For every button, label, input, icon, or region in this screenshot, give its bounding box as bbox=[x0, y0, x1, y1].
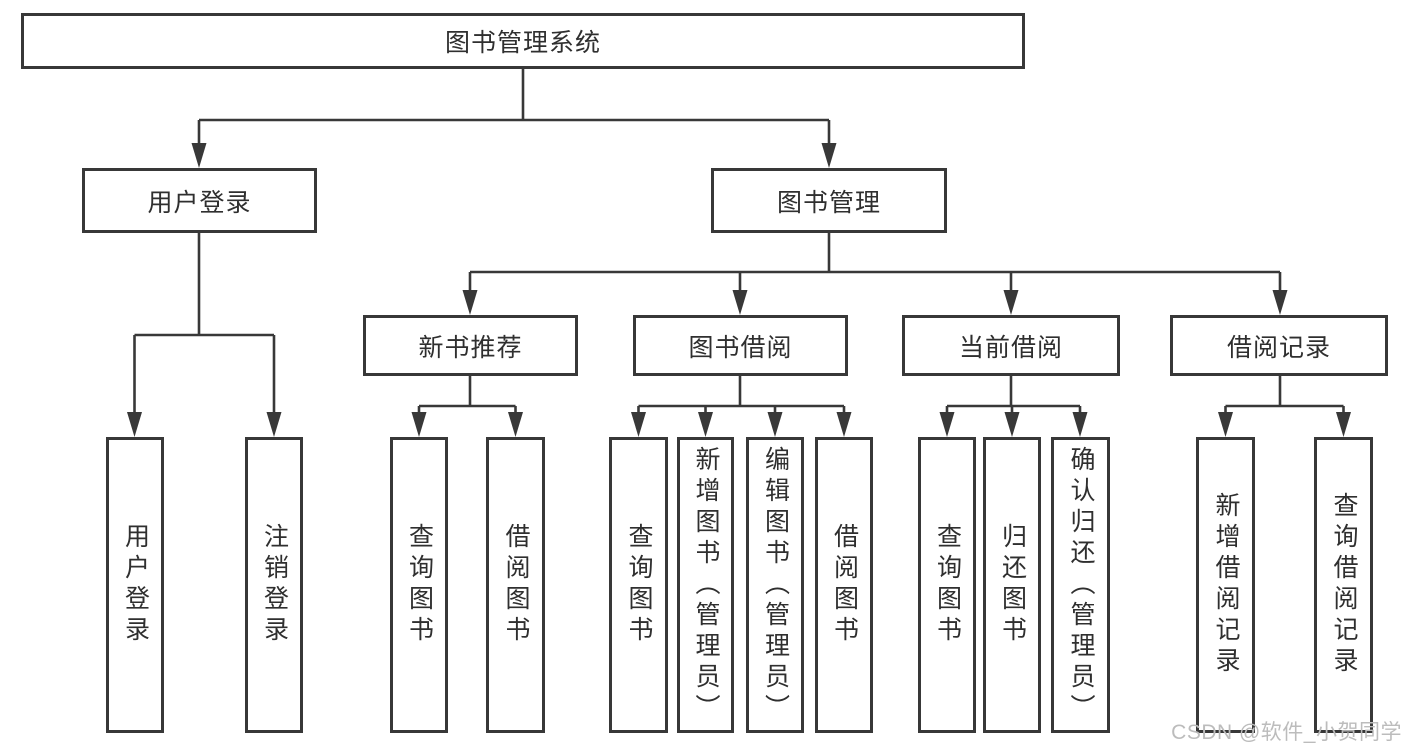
leaf-edit-book-admin: 编辑图书（管理员） bbox=[746, 437, 804, 733]
leaf-borrow-books-recommend: 借阅图书 bbox=[486, 437, 545, 733]
leaf-confirm-return-admin: 确认归还（管理员） bbox=[1051, 437, 1110, 733]
node-current-borrowing: 当前借阅 bbox=[902, 315, 1120, 376]
node-root-library-system: 图书管理系统 bbox=[21, 13, 1025, 69]
leaf-return-books: 归还图书 bbox=[983, 437, 1041, 733]
node-user-login: 用户登录 bbox=[82, 168, 317, 233]
csdn-watermark: CSDN @软件_小贺同学 bbox=[1171, 721, 1402, 744]
leaf-query-books-recommend: 查询图书 bbox=[390, 437, 448, 733]
leaf-logout: 注销登录 bbox=[245, 437, 303, 733]
leaf-borrow-books-borrowing: 借阅图书 bbox=[815, 437, 873, 733]
node-book-borrowing: 图书借阅 bbox=[633, 315, 848, 376]
leaf-add-borrow-record: 新增借阅记录 bbox=[1196, 437, 1255, 733]
leaf-user-login: 用户登录 bbox=[106, 437, 164, 733]
leaf-query-borrow-record: 查询借阅记录 bbox=[1314, 437, 1373, 733]
node-borrowing-records: 借阅记录 bbox=[1170, 315, 1388, 376]
leaf-add-book-admin: 新增图书（管理员） bbox=[677, 437, 734, 733]
node-book-management: 图书管理 bbox=[711, 168, 947, 233]
leaf-query-books-borrowing: 查询图书 bbox=[609, 437, 668, 733]
node-new-book-recommend: 新书推荐 bbox=[363, 315, 578, 376]
leaf-query-books-current: 查询图书 bbox=[918, 437, 976, 733]
